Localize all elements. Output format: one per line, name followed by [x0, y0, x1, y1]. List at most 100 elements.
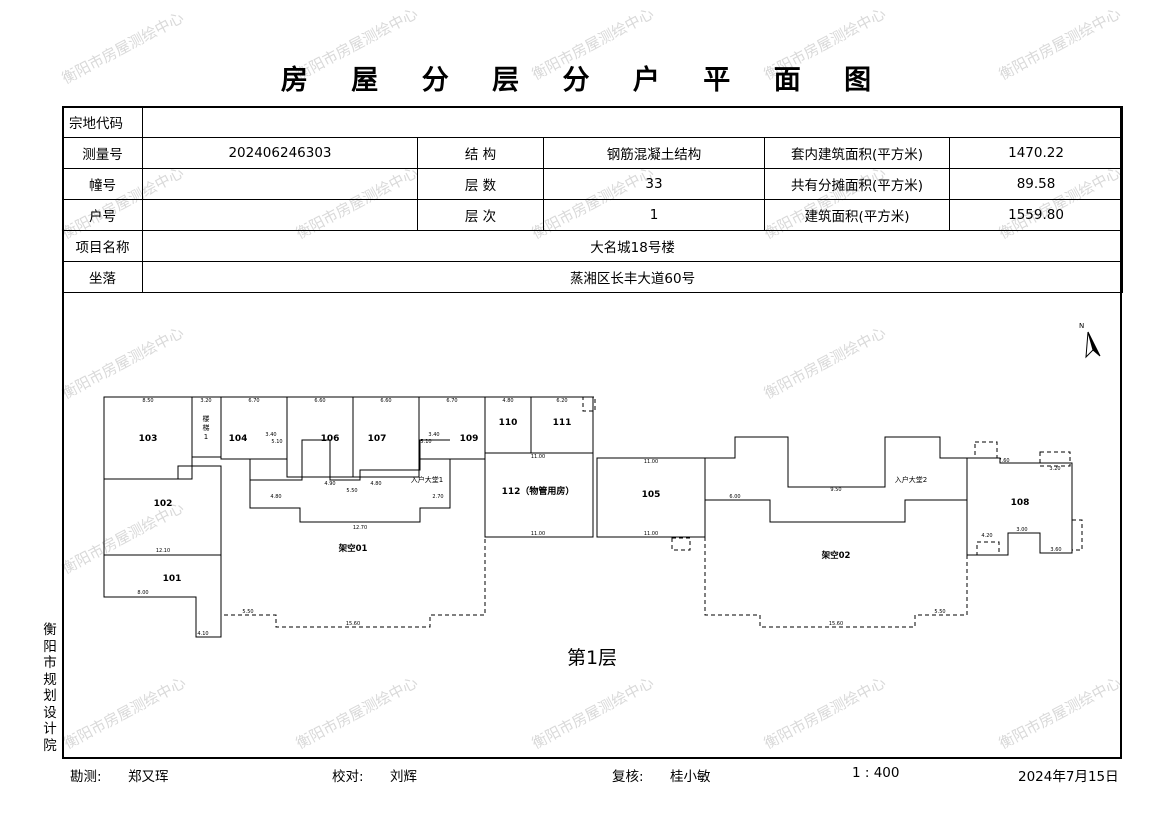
surveyor-label: 勘测:	[70, 769, 102, 785]
structure-value: 钢筋混凝土结构	[543, 137, 765, 169]
dim-label: 5.10	[271, 439, 282, 445]
dim-label: 5.50	[242, 609, 253, 615]
info-table: 宗地代码 测量号 202406246303 结 构 钢筋混凝土结构 套内建筑面积…	[62, 106, 1124, 293]
room-label-107: 107	[368, 434, 387, 444]
dim-label: 3.20	[200, 398, 211, 404]
stair-label: 梯	[203, 423, 210, 432]
shared-area-value: 89.58	[948, 168, 1124, 200]
dim-label: 3.40	[428, 432, 439, 438]
dim-label: 5.50	[934, 609, 945, 615]
room-label-104: 104	[229, 434, 248, 444]
void-outline	[1039, 451, 1071, 467]
dim-label: 15.60	[346, 621, 360, 627]
survey-no-value: 202406246303	[142, 137, 418, 169]
void-outline	[976, 541, 1000, 556]
inner-area-value: 1470.22	[948, 137, 1124, 169]
side-org-char: 衡	[43, 622, 57, 638]
dim-label: 4.80	[502, 398, 513, 404]
location-value: 蒸湘区长丰大道60号	[141, 261, 1124, 293]
room-label-101: 101	[163, 574, 182, 584]
room-outline	[103, 465, 222, 556]
shared-area-label: 共有分摊面积(平方米)	[764, 168, 950, 200]
side-org-char: 规	[43, 671, 57, 688]
dim-label: 4.80	[270, 494, 281, 500]
dim-label: 9.50	[830, 487, 841, 493]
dim-label: 12.70	[353, 525, 367, 531]
dim-label: 8.50	[142, 398, 153, 404]
dim-label: 6.60	[380, 398, 391, 404]
corridor-outline	[250, 439, 450, 481]
unit-no-value	[142, 199, 418, 231]
void-outline	[1071, 519, 1083, 551]
north-arrow-icon: N	[1079, 322, 1101, 359]
dim-label: 11.00	[531, 454, 545, 460]
dim-label: 11.00	[644, 531, 658, 537]
info-row: 测量号 202406246303 结 构 钢筋混凝土结构 套内建筑面积(平方米)…	[62, 137, 1124, 169]
room-outline	[103, 554, 222, 638]
dim-label: 6.00	[729, 494, 740, 500]
room-label-106: 106	[321, 434, 340, 444]
room-outline	[705, 436, 967, 488]
void1-label: 架空01	[338, 543, 368, 554]
date-label: 2024年7月15日	[1018, 769, 1119, 785]
scale-label: 1 : 400	[852, 765, 900, 781]
dim-label: 6.70	[446, 398, 457, 404]
room-label-102: 102	[154, 499, 173, 509]
floor-label: 第1层	[567, 647, 617, 669]
side-org-char: 计	[43, 721, 57, 737]
info-row: 坐落 蒸湘区长丰大道60号	[62, 261, 1124, 293]
dim-label: 12.10	[156, 548, 170, 554]
dim-label: 5.10	[420, 439, 431, 445]
side-org-char: 院	[43, 737, 57, 754]
reviewer-name: 桂小敏	[670, 769, 711, 785]
dim-label: 11.00	[531, 531, 545, 537]
inner-area-label: 套内建筑面积(平方米)	[764, 137, 950, 169]
floors-value: 33	[543, 168, 765, 200]
room-outline	[418, 396, 486, 460]
survey-no-label: 测量号	[62, 137, 143, 169]
corridor-outline	[221, 458, 485, 523]
void-outline	[582, 396, 596, 412]
structure-label: 结 构	[417, 137, 544, 169]
checker-label: 校对:	[332, 769, 364, 785]
room-label-111: 111	[553, 418, 572, 428]
room-outline	[220, 396, 288, 460]
void-outline	[704, 537, 968, 628]
building-no-value	[142, 168, 418, 200]
dim-label: 4.10	[197, 631, 208, 637]
parcel-code-label: 宗地代码	[62, 106, 143, 138]
dim-label: 2.70	[432, 494, 443, 500]
void-outline	[671, 537, 691, 551]
build-area-label: 建筑面积(平方米)	[764, 199, 950, 231]
dim-label: 11.00	[644, 459, 658, 465]
lobby2-label: 入户大堂2	[895, 475, 927, 484]
side-org-char: 市	[43, 655, 57, 671]
dim-label: 3.00	[1016, 527, 1027, 533]
parcel-code-value	[141, 106, 1124, 138]
page-title: 房 屋 分 层 分 户 平 面 图	[280, 65, 889, 96]
room-outline	[705, 499, 967, 523]
void-outline	[974, 441, 998, 459]
room-label-103: 103	[139, 434, 158, 444]
room-label-112: 112（物管用房）	[502, 485, 575, 497]
dim-label: 4.90	[324, 481, 335, 487]
info-row: 宗地代码	[62, 106, 1124, 138]
room-label-105: 105	[642, 490, 661, 500]
room-label-108: 108	[1011, 498, 1030, 508]
floor-level-label: 层 次	[417, 199, 544, 231]
room-outline	[966, 457, 1073, 556]
dim-label: 6.60	[314, 398, 325, 404]
side-org-char: 设	[43, 704, 57, 721]
floors-label: 层 数	[417, 168, 544, 200]
dim-label: 6.70	[248, 398, 259, 404]
void-outline	[220, 537, 486, 628]
room-label-110: 110	[499, 418, 518, 428]
lobby1-label: 入户大堂1	[411, 475, 443, 484]
floor-level-value: 1	[543, 199, 765, 231]
dim-label: 8.00	[137, 590, 148, 596]
room-outline	[596, 457, 706, 538]
side-org-char: 划	[43, 688, 57, 704]
dim-label: 3.60	[1050, 547, 1061, 553]
floor-plan: 103 104 106 107 109 110 111 102 101 112（…	[103, 322, 1101, 669]
building-no-label: 幢号	[62, 168, 143, 200]
